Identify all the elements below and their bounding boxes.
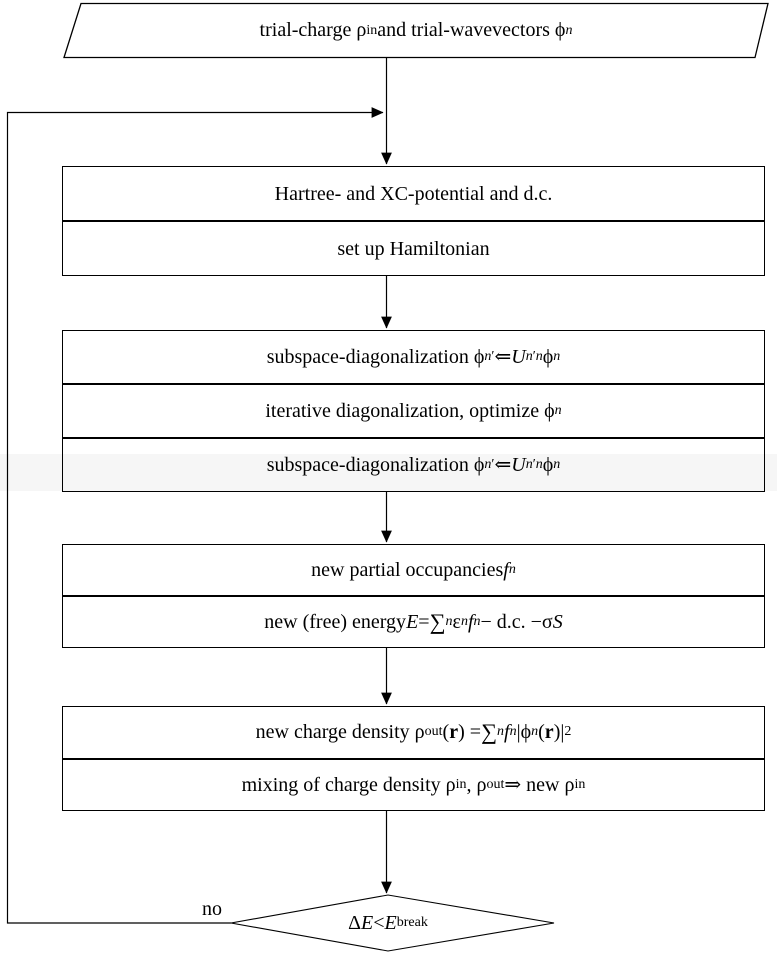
step-hartree-xc-potential: Hartree- and XC-potential and d.c.: [274, 182, 553, 205]
loop-return-line: [6, 107, 384, 924]
highlight-band: [0, 454, 777, 491]
step-setup-hamiltonian: set up Hamiltonian: [63, 220, 764, 275]
decision-diamond-shape: [230, 894, 555, 952]
start-parallelogram-shape: [63, 2, 769, 59]
process-box-potential-hamiltonian: Hartree- and XC-potential and d.c. set u…: [62, 166, 765, 276]
no-branch-label: no: [202, 898, 222, 920]
